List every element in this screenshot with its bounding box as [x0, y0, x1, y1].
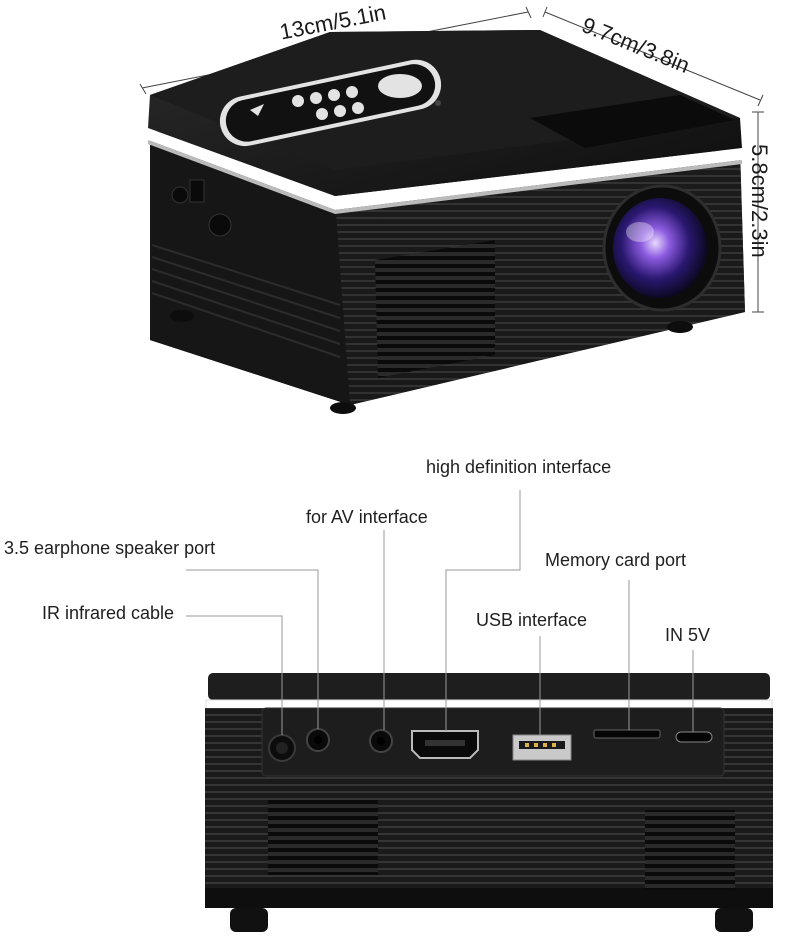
- label-high-definition-interface: high definition interface: [426, 457, 612, 477]
- label-earphone-port: 3.5 earphone speaker port: [4, 538, 216, 558]
- leader-lines: [186, 490, 694, 735]
- label-power-in: IN 5V: [665, 625, 711, 645]
- rear-ports: [268, 728, 713, 762]
- label-memory-card-port: Memory card port: [545, 550, 687, 570]
- label-av-interface: for AV interface: [306, 507, 428, 527]
- label-usb-interface: USB interface: [476, 610, 588, 630]
- height-dimension: 5.8cm/2.3in: [747, 144, 772, 258]
- label-ir-infrared-cable: IR infrared cable: [42, 603, 175, 623]
- control-panel: [219, 59, 442, 147]
